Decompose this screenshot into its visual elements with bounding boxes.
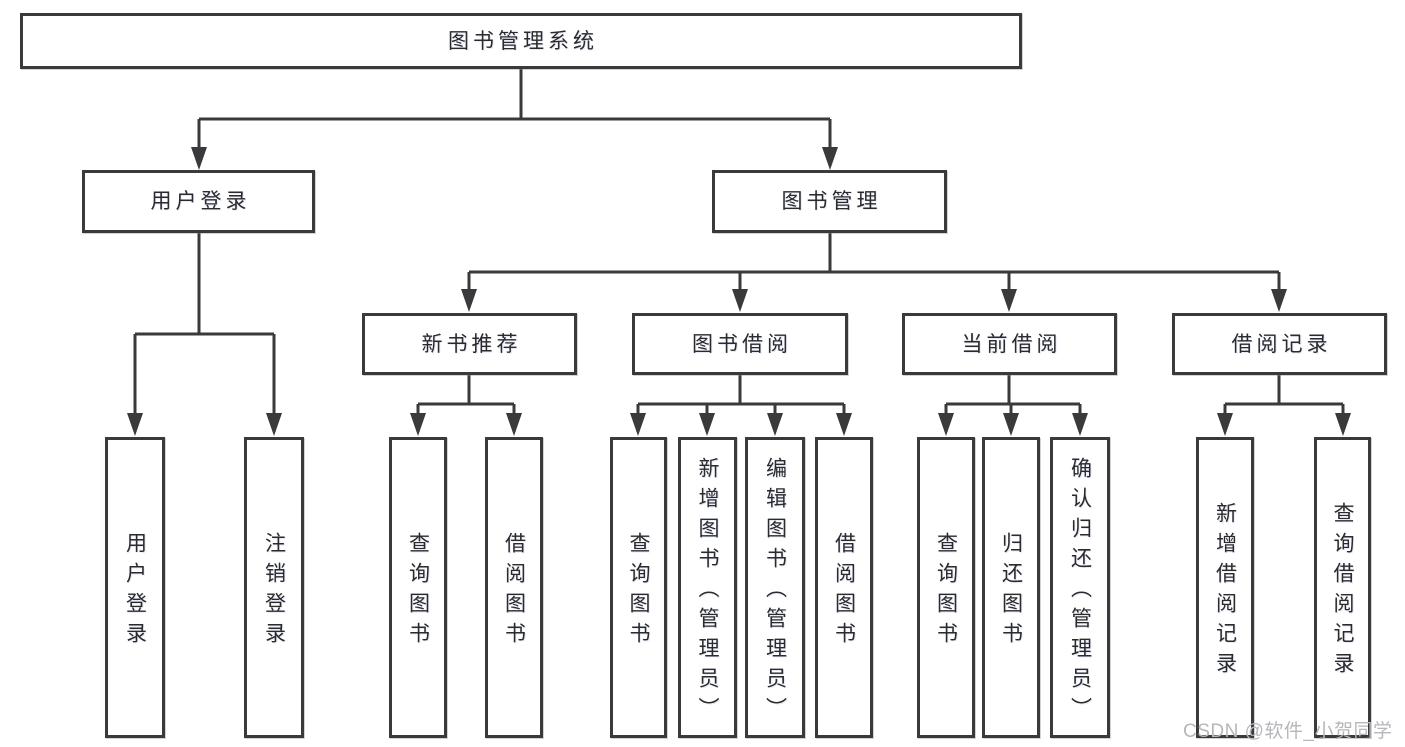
leaf-borrow-add-books-admin: 新增图书（管理员） — [678, 437, 737, 738]
leaf-current-confirm-return-admin: 确认归还（管理员） — [1050, 437, 1110, 738]
node-label: 图书借阅 — [692, 332, 792, 356]
node-new-book-recommend: 新书推荐 — [362, 313, 577, 375]
node-book-borrowing: 图书借阅 — [632, 313, 848, 375]
leaf-label: 新增图书（管理员） — [696, 457, 719, 727]
leaf-label: 借阅图书 — [832, 532, 856, 652]
leaf-label: 查询图书 — [406, 532, 430, 652]
leaf-label: 归还图书 — [999, 532, 1023, 652]
node-label: 图书管理 — [781, 190, 882, 213]
node-label: 用户登录 — [150, 190, 251, 213]
connector-arrowheads — [127, 147, 1351, 436]
leaf-label: 新增借阅记录 — [1213, 502, 1237, 682]
node-current-borrowing: 当前借阅 — [902, 313, 1117, 375]
leaf-recommend-borrow-books: 借阅图书 — [485, 437, 543, 738]
node-library-management-system: 图书管理系统 — [20, 13, 1022, 69]
node-label: 新书推荐 — [421, 332, 522, 356]
csdn-watermark: CSDN @软件_小贺同学 — [1183, 721, 1393, 742]
node-label: 当前借阅 — [961, 332, 1062, 356]
node-borrow-records: 借阅记录 — [1172, 313, 1387, 375]
leaf-label: 查询借阅记录 — [1331, 502, 1354, 682]
leaf-records-query-borrow-record: 查询借阅记录 — [1314, 437, 1371, 738]
leaf-current-query-books: 查询图书 — [917, 437, 975, 738]
leaf-borrow-edit-books-admin: 编辑图书（管理员） — [745, 437, 805, 738]
leaf-label: 用户登录 — [123, 532, 147, 652]
leaf-label: 借阅图书 — [502, 532, 526, 652]
leaf-label: 查询图书 — [934, 532, 958, 652]
leaf-logout: 注销登录 — [244, 437, 304, 738]
leaf-records-add-borrow-record: 新增借阅记录 — [1196, 437, 1254, 738]
leaf-current-return-books: 归还图书 — [982, 437, 1040, 738]
connector-strokes — [133, 68, 1345, 431]
leaf-label: 确认归还（管理员） — [1068, 457, 1092, 727]
leaf-borrow-borrow-books: 借阅图书 — [815, 437, 873, 738]
leaf-recommend-query-books: 查询图书 — [389, 437, 447, 738]
leaf-label: 注销登录 — [262, 532, 286, 652]
leaf-borrow-query-books: 查询图书 — [610, 437, 667, 738]
node-book-management: 图书管理 — [712, 170, 947, 233]
leaf-user-login: 用户登录 — [105, 437, 165, 738]
node-label: 图书管理系统 — [448, 29, 598, 53]
node-user-login: 用户登录 — [82, 170, 315, 233]
node-label: 借阅记录 — [1231, 332, 1332, 356]
leaf-label: 编辑图书（管理员） — [763, 457, 787, 727]
leaf-label: 查询图书 — [627, 532, 650, 652]
